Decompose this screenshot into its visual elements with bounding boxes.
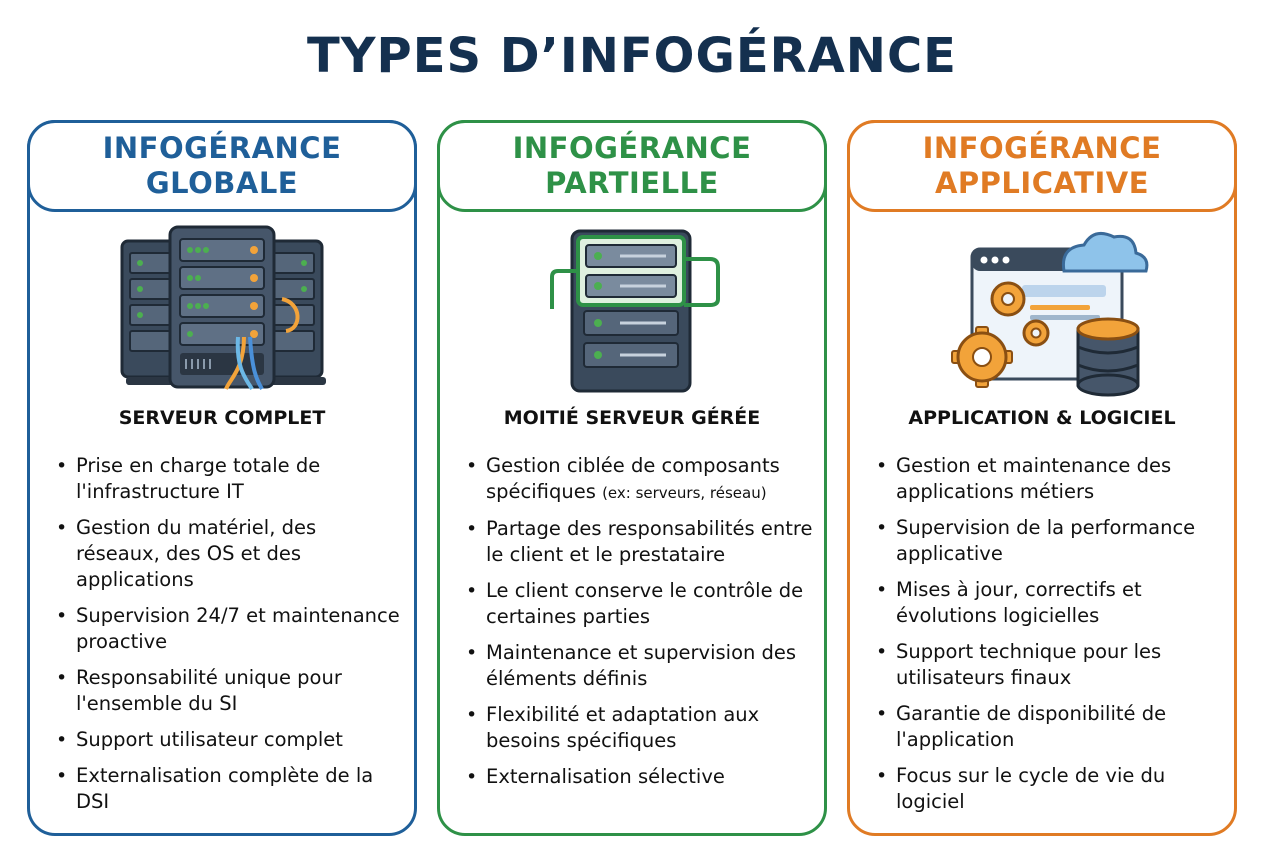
list-item-note: (ex: serveurs, réseau) <box>602 484 767 502</box>
list-item: Prise en charge totale de l'infrastructu… <box>56 453 406 505</box>
list-item: Support technique pour les utilisateurs … <box>876 639 1226 691</box>
card-subtitle: SERVEUR COMPLET <box>118 407 326 429</box>
card-header-line1: INFOGÉRANCE <box>102 131 342 165</box>
list-item-text: Gestion ciblée de composants spécifiques <box>486 454 780 503</box>
list-item: Externalisation sélective <box>466 764 816 790</box>
list-item: Supervision de la performance applicativ… <box>876 515 1226 567</box>
card-header: INFOGÉRANCE APPLICATIVE <box>847 120 1237 212</box>
partial-server-icon <box>440 219 824 399</box>
application-cloud-icon <box>850 219 1234 399</box>
server-rack-icon <box>30 219 414 399</box>
list-item: Flexibilité et adaptation aux besoins sp… <box>466 702 816 754</box>
list-item: Maintenance et supervision des éléments … <box>466 640 816 692</box>
card-header-line1: INFOGÉRANCE <box>922 131 1162 165</box>
list-item: Partage des responsabilités entre le cli… <box>466 516 816 568</box>
card-infogerance-globale: INFOGÉRANCE GLOBALE <box>27 120 417 836</box>
list-item: Garantie de disponibilité de l'applicati… <box>876 701 1226 753</box>
card-header: INFOGÉRANCE GLOBALE <box>27 120 417 212</box>
card-subtitle: APPLICATION & LOGICIEL <box>908 407 1176 429</box>
list-item: Gestion du matériel, des réseaux, des OS… <box>56 515 406 593</box>
list-item: Mises à jour, correctifs et évolutions l… <box>876 577 1226 629</box>
card-header-line2: APPLICATIVE <box>934 166 1150 200</box>
list-item: Externalisation complète de la DSI <box>56 763 406 815</box>
card-infogerance-partielle: INFOGÉRANCE PARTIELLE <box>437 120 827 836</box>
list-item: Support utilisateur complet <box>56 727 406 753</box>
list-item: Responsabilité unique pour l'ensemble du… <box>56 665 406 717</box>
list-item: Focus sur le cycle de vie du logiciel <box>876 763 1226 815</box>
card-header-line1: INFOGÉRANCE <box>512 131 752 165</box>
card-header-line2: GLOBALE <box>145 166 299 200</box>
page-title: TYPES D’INFOGÉRANCE <box>307 28 957 84</box>
card-infogerance-applicative: INFOGÉRANCE APPLICATIVE <box>847 120 1237 836</box>
list-item: Le client conserve le contrôle de certai… <box>466 578 816 630</box>
bullet-list: Prise en charge totale de l'infrastructu… <box>56 453 406 825</box>
bullet-list: Gestion ciblée de composants spécifiques… <box>466 453 816 800</box>
card-header: INFOGÉRANCE PARTIELLE <box>437 120 827 212</box>
bullet-list: Gestion et maintenance des applications … <box>876 453 1226 825</box>
card-header-line2: PARTIELLE <box>545 166 719 200</box>
list-item: Supervision 24/7 et maintenance proactiv… <box>56 603 406 655</box>
list-item: Gestion et maintenance des applications … <box>876 453 1226 505</box>
list-item: Gestion ciblée de composants spécifiques… <box>466 453 816 506</box>
card-subtitle: MOITIÉ SERVEUR GÉRÉE <box>503 407 761 429</box>
